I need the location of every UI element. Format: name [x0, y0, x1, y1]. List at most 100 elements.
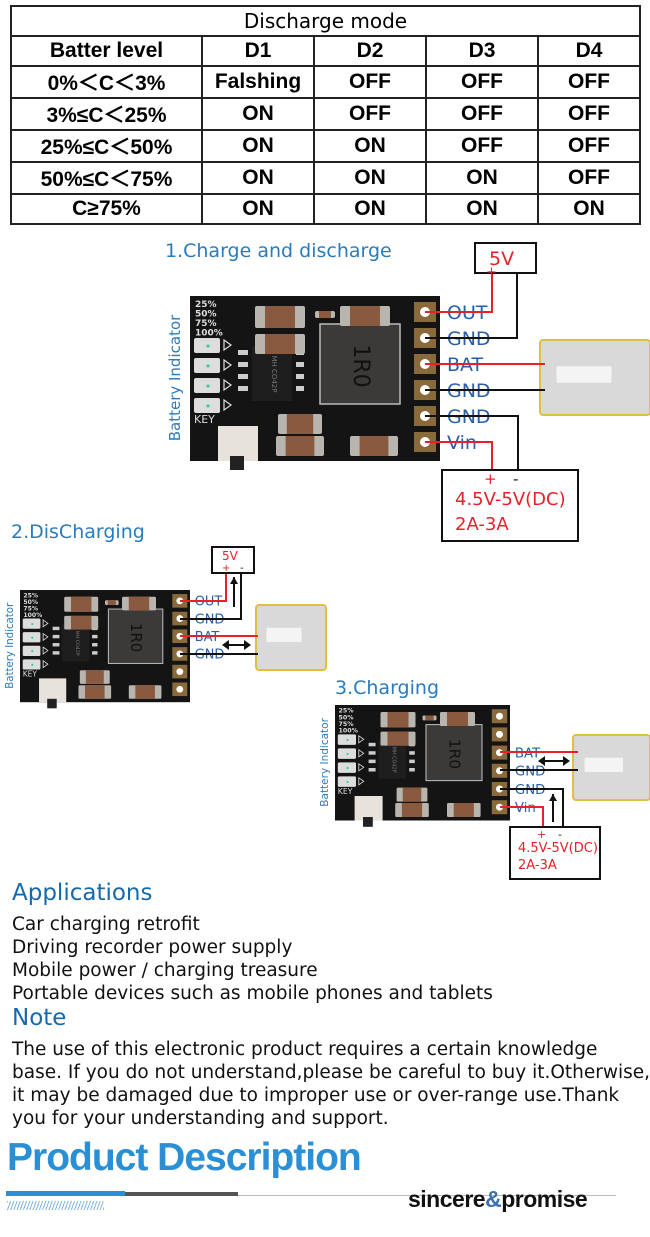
led-dot	[31, 622, 34, 626]
led-dot	[206, 344, 210, 348]
note-line: base. If you do not understand,please be…	[12, 1062, 650, 1083]
chip-pin	[238, 362, 248, 367]
led-state-cell: ON	[537, 193, 641, 225]
capacitor-body	[107, 600, 116, 605]
battery-indicator-label: Battery Indicator	[166, 314, 184, 441]
led-state-cell: OFF	[537, 161, 641, 195]
battery-level-label: 100%	[195, 329, 223, 339]
battery-level-label: 100%	[23, 612, 42, 619]
input-current: 2A-3A	[518, 858, 557, 873]
chip-pin	[409, 759, 415, 764]
chip-pin	[368, 759, 376, 764]
led-arrow-icon	[42, 646, 49, 655]
chip-pin	[368, 742, 376, 747]
pin-label-out: OUT	[195, 595, 223, 610]
led-dot	[206, 404, 210, 408]
minus-sign: -	[240, 563, 244, 574]
led-state-cell: ON	[313, 193, 427, 225]
battery-indicator-label: Battery Indicator	[5, 602, 16, 689]
capacitor-body	[85, 670, 104, 684]
battery-level-cell: C≥75%	[10, 193, 203, 225]
chip-pin	[52, 634, 60, 639]
led-state-cell: ON	[425, 161, 539, 195]
note-heading: Note	[12, 1005, 67, 1031]
led-state-cell: OFF	[425, 65, 539, 99]
hatch-decoration	[7, 1201, 104, 1210]
arrow-head	[549, 794, 557, 801]
key-label: KEY	[23, 669, 38, 678]
capacitor-body	[286, 414, 314, 434]
chip-pin	[409, 751, 415, 755]
chip-pin	[296, 362, 304, 367]
chip-pin	[296, 386, 304, 391]
minus-sign: -	[558, 828, 562, 841]
switch-knob	[363, 817, 373, 827]
pin-hole	[176, 615, 184, 622]
battery-level-label: 75%	[339, 721, 355, 728]
chip	[62, 624, 90, 662]
chip-pin	[92, 651, 98, 655]
pin-hole	[176, 632, 184, 640]
product-description-title: Product Description	[7, 1136, 362, 1179]
pin-hole	[496, 785, 503, 793]
capacitor-body	[71, 596, 92, 612]
battery-level-label: 25%	[195, 300, 217, 310]
capacitor-body	[453, 803, 474, 817]
led-dot	[346, 752, 349, 756]
table-header-row: Batter level D1 D2 D3 D4	[10, 35, 641, 67]
plus-sign: +	[537, 828, 546, 841]
wire-gnd	[180, 573, 242, 620]
application-item: Portable devices such as mobile phones a…	[12, 983, 493, 1004]
led-arrow-icon	[42, 619, 49, 628]
chip-pin	[238, 350, 248, 355]
chip-pin	[296, 374, 304, 379]
applications-heading: Applications	[12, 880, 153, 906]
battery-level-cell: 50%≤C＜75%	[10, 161, 203, 195]
led-dot	[31, 650, 34, 653]
pin-hole	[176, 597, 184, 605]
switch	[39, 678, 67, 703]
led-state-cell: ON	[201, 161, 315, 195]
inductor	[319, 323, 401, 405]
chip-pin	[52, 643, 60, 647]
capacitor-body	[135, 685, 155, 699]
wire-gnd	[425, 273, 518, 339]
led-state-cell: OFF	[537, 129, 641, 163]
section-3-title: 3.Charging	[335, 677, 439, 699]
chip	[378, 740, 407, 779]
led-arrow-icon	[358, 762, 365, 772]
underline-gray	[125, 1192, 238, 1196]
application-item: Driving recorder power supply	[12, 937, 293, 958]
wire-out	[425, 273, 493, 313]
pin-hole	[176, 668, 184, 675]
input-current: 2A-3A	[455, 514, 509, 535]
led-dot	[206, 364, 210, 368]
battery-level-label: 25%	[339, 708, 355, 715]
section-2-title: 2.DisCharging	[11, 521, 145, 543]
underline-blue	[6, 1191, 125, 1196]
arrow-head	[222, 640, 251, 650]
wire-in-gnd	[425, 415, 519, 470]
arrow-head	[230, 577, 238, 584]
capacitor-body	[350, 306, 380, 326]
battery-level-label: 50%	[195, 310, 217, 320]
led-arrow-icon	[358, 776, 365, 786]
chip-pin	[92, 634, 98, 639]
led-dot	[346, 738, 349, 742]
battery-level-cell: 25%≤C＜50%	[10, 129, 203, 163]
output-voltage: 5V	[489, 248, 514, 270]
led-dot	[206, 384, 210, 388]
power-box	[441, 469, 579, 542]
battery-label-area	[556, 366, 612, 383]
chip-pin	[52, 651, 60, 655]
note-line: you for your understanding and support.	[12, 1108, 389, 1129]
power-box	[211, 546, 255, 574]
chip-label: MH CO42P	[270, 355, 278, 392]
plus-sign: +	[222, 563, 230, 574]
battery-level-label: 50%	[339, 714, 355, 721]
wire-in-gnd	[500, 788, 564, 827]
